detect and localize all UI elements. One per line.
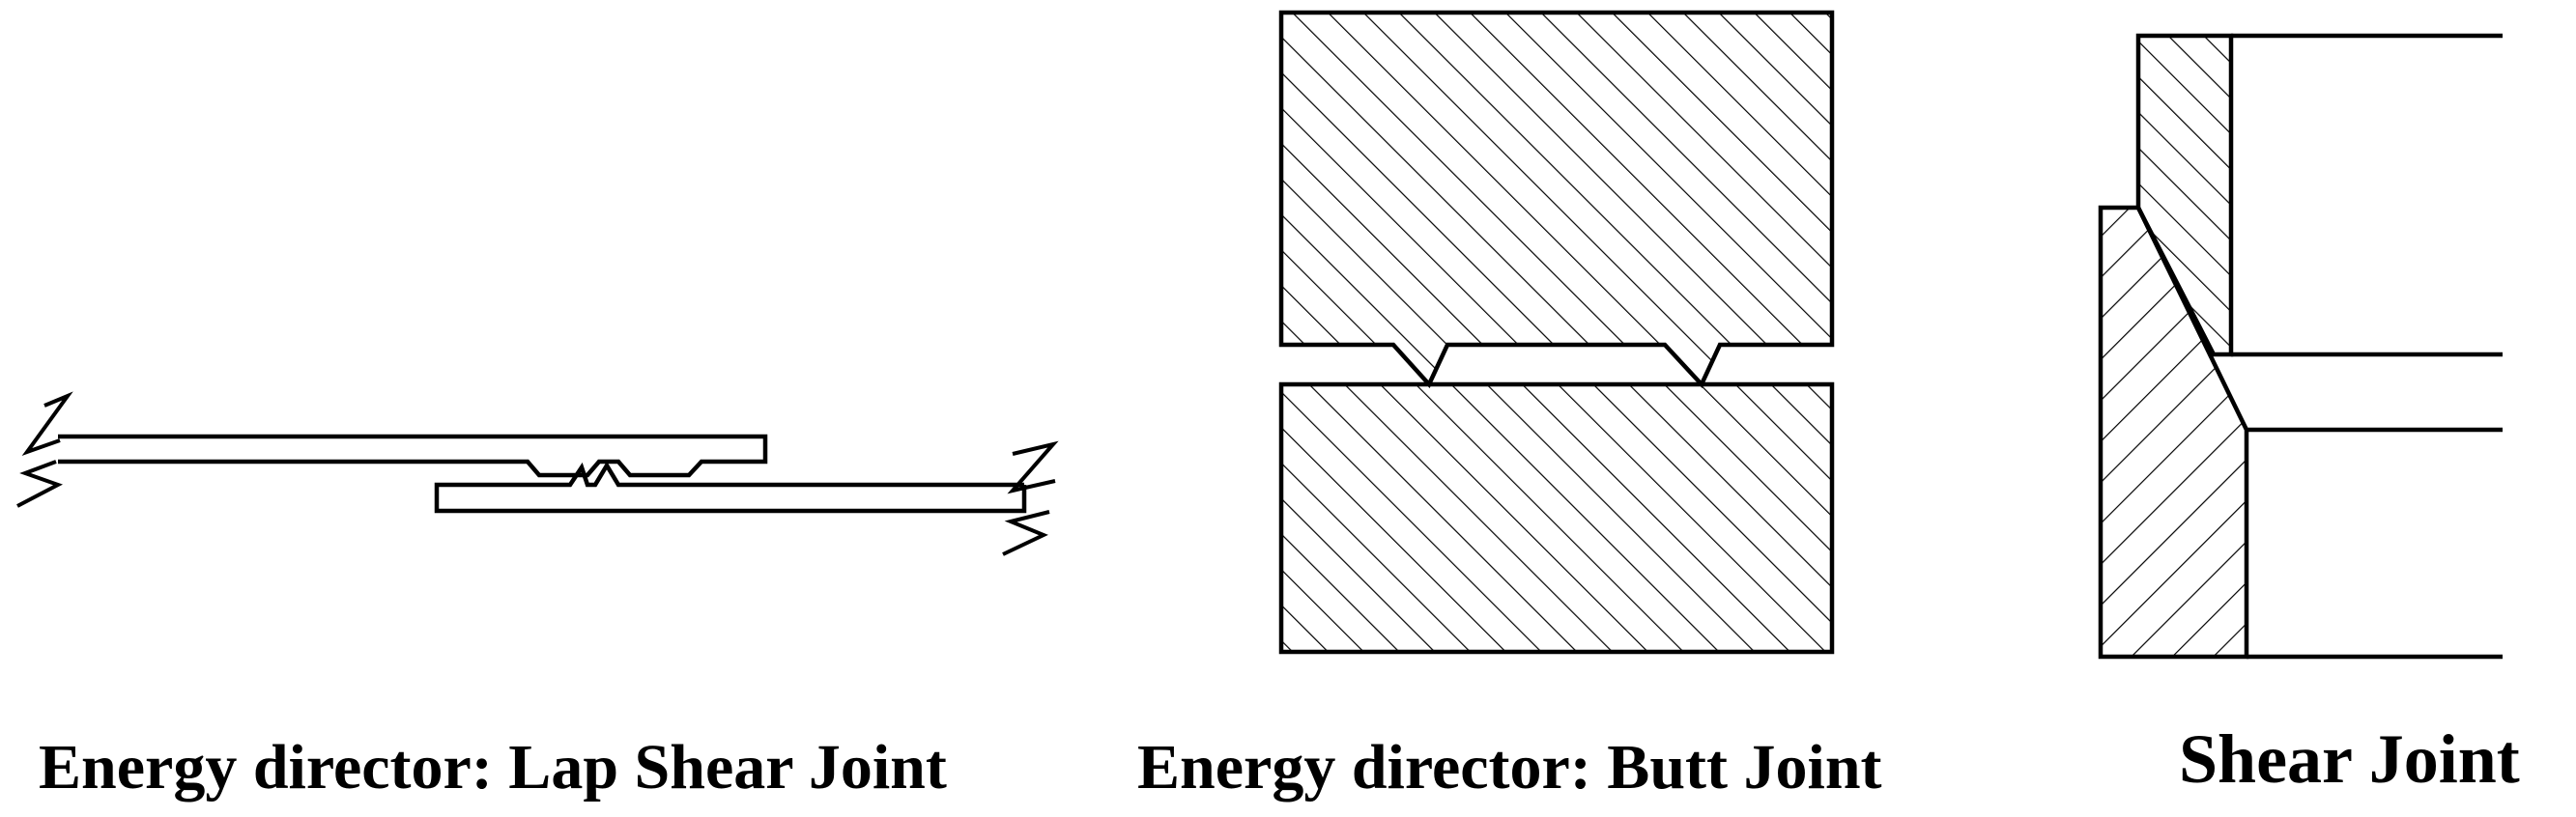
lap-upper-plate (58, 434, 768, 478)
shear-lower-part (2098, 205, 2249, 660)
shear-lower-body (2247, 427, 2503, 660)
shear-joint-caption: Shear Joint (2179, 720, 2520, 798)
butt-joint-diagram (1278, 10, 1835, 655)
left-break-marks (16, 391, 73, 508)
shear-upper-part (2135, 33, 2234, 357)
shear-joint-diagram (2098, 33, 2503, 660)
shear-upper-body (2231, 33, 2503, 357)
butt-upper-part (1278, 10, 1835, 389)
butt-joint-caption: Energy director: Butt Joint (1137, 732, 1882, 803)
lap-shear-joint-diagram (16, 391, 1059, 556)
right-break-marks (1002, 440, 1059, 556)
butt-lower-part (1278, 381, 1835, 655)
lap-lower-plate (434, 461, 1027, 514)
lap-shear-joint-caption: Energy director: Lap Shear Joint (39, 732, 947, 803)
